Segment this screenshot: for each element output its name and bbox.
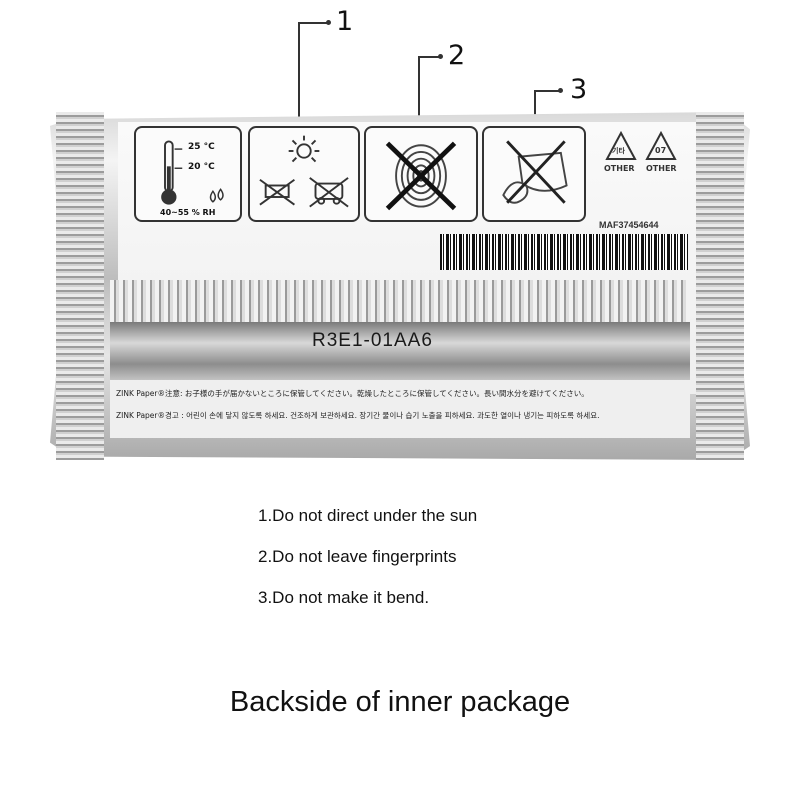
- recycle-icon-other: [605, 130, 637, 160]
- fingerprint-crossed-icon: [385, 141, 457, 211]
- lot-code: R3E1-01AA6: [312, 330, 433, 351]
- thermometer-icon: [161, 140, 224, 205]
- callout-3-line-h: [534, 90, 560, 92]
- warning-line-korean: ZINK Paper®경고 : 어린이 손에 닿지 않도록 하세요. 건조하게 …: [116, 411, 600, 420]
- callout-1-number: 1: [336, 6, 354, 37]
- product-code: MAF37454644: [599, 220, 659, 230]
- callout-2-line-v: [418, 56, 420, 126]
- no-bend-icon-box: [482, 126, 586, 222]
- barcode: [440, 234, 688, 270]
- warning-line-japanese: ZINK Paper®注意: お子様の手が届かないところに保管してください。乾燥…: [116, 389, 589, 398]
- recycle-code-1: 기타: [612, 147, 625, 155]
- callout-3-dot: [558, 88, 563, 93]
- recycle-label-1: OTHER: [604, 164, 635, 173]
- callout-1-dot: [326, 20, 331, 25]
- inner-package: 25 °C 20 °C 40~55 % RH: [50, 112, 750, 460]
- page-caption: Backside of inner package: [229, 686, 571, 718]
- sun-heat-warning-icon: [259, 135, 349, 208]
- recycle-code-2: 07: [655, 146, 667, 155]
- note-fingerprints: 2.Do not leave fingerprints: [258, 547, 457, 566]
- warning-text-area: ZINK Paper®注意: お子様の手が届かないところに保管してください。乾燥…: [110, 380, 690, 438]
- no-fingerprints-icon-box: [364, 126, 478, 222]
- bend-crossed-icon: [502, 140, 568, 204]
- note-sun: 1.Do not direct under the sun: [258, 506, 478, 525]
- recycle-label-2: OTHER: [646, 164, 677, 173]
- humidity-label: 40~55 % RH: [160, 208, 216, 217]
- callout-1-line-v: [298, 22, 300, 126]
- left-crimp-seal: [56, 112, 104, 460]
- right-crimp-seal: [696, 112, 744, 460]
- heat-seal-band: [110, 280, 690, 322]
- callout-2-number: 2: [448, 40, 466, 71]
- callout-2-line-h: [418, 56, 440, 58]
- temp-low-label: 20 °C: [188, 162, 215, 172]
- no-sun-icon-box: [248, 126, 360, 222]
- callout-2-dot: [438, 54, 443, 59]
- storage-conditions-icon-box: 25 °C 20 °C 40~55 % RH: [134, 126, 242, 222]
- callout-3-number: 3: [570, 74, 588, 105]
- silver-strip: [110, 322, 690, 382]
- note-bend: 3.Do not make it bend.: [258, 588, 430, 607]
- usage-notes: 1.Do not direct under the sun 2.Do not l…: [258, 506, 477, 629]
- temp-high-label: 25 °C: [188, 142, 215, 152]
- callout-3-line-v: [534, 90, 536, 130]
- callout-1-line-h: [298, 22, 328, 24]
- recycle-icon-07: [645, 130, 677, 160]
